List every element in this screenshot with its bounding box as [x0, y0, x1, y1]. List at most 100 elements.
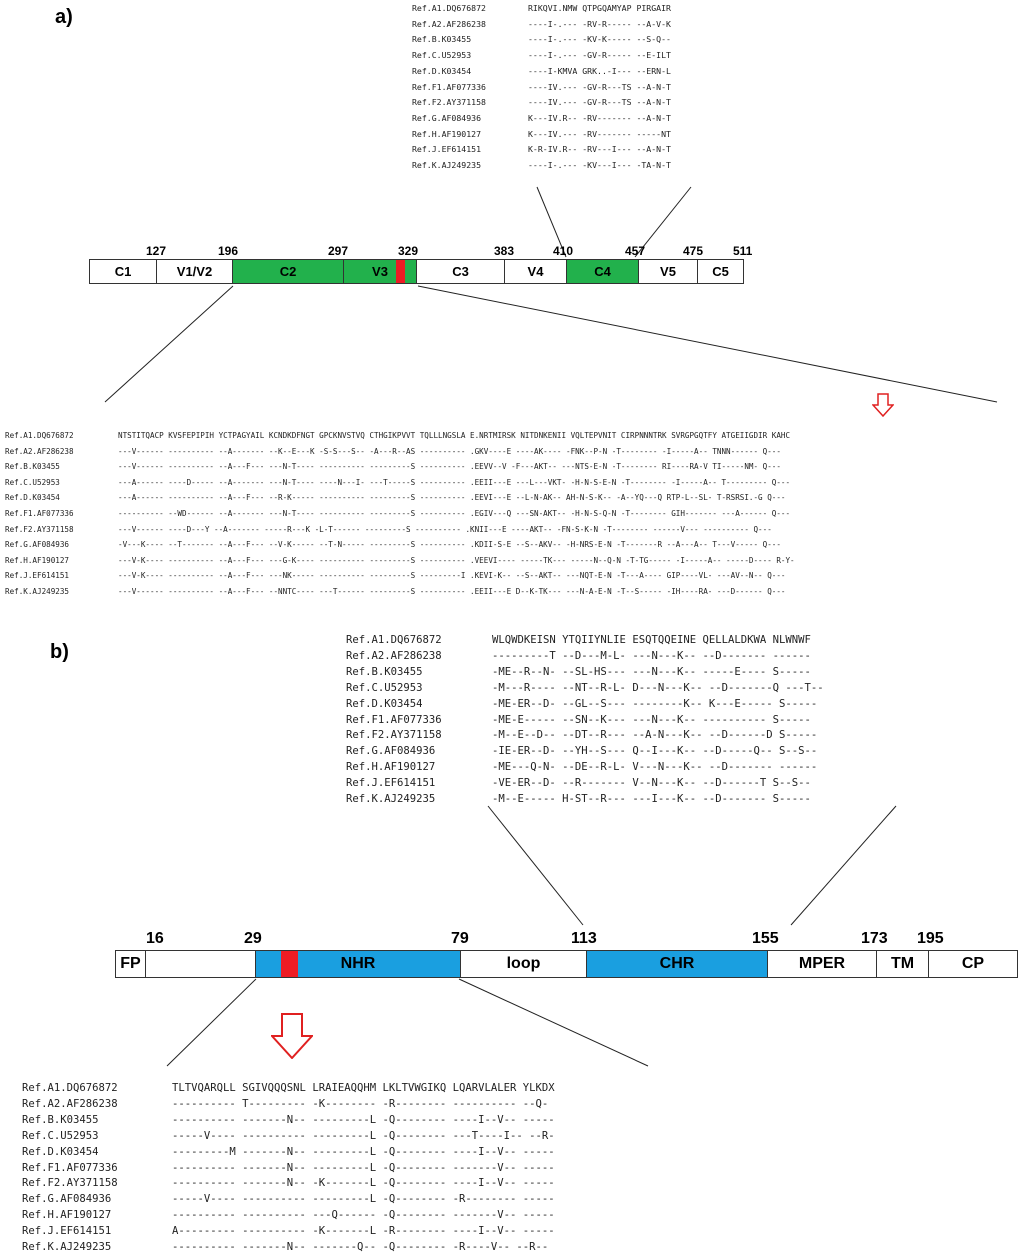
sequence-id: Ref.J.EF614151 [412, 144, 482, 155]
connector-line [104, 285, 234, 403]
sequence-residues: ---V-K---- ---------- --A---F--- ---NK--… [118, 571, 786, 581]
sequence-residues: ---V------ ---------- --A------- --K--E-… [118, 446, 781, 456]
sequence-residues: -----V---- ---------- ---------L -Q-----… [172, 1193, 555, 1206]
position-label: 113 [571, 930, 597, 947]
domain-v5: V5 [639, 260, 698, 283]
alignment-row: Ref.H.AF190127---------- ---------- ---Q… [22, 1208, 555, 1224]
alignment-row: Ref.F2.AY371158---------- -------N-- -K-… [22, 1176, 555, 1192]
alignment-row: Ref.D.K03454----I-KMVA GRK..-I--- --ERN-… [412, 64, 671, 80]
position-label: 29 [244, 930, 262, 947]
sequence-id: Ref.F2.AY371158 [5, 524, 74, 534]
alignment-row: Ref.B.K03455---------- -------N-- ------… [22, 1113, 555, 1129]
sequence-id: Ref.H.AF190127 [346, 761, 436, 774]
v3-highlight-marker [396, 260, 405, 283]
domain-v4: V4 [505, 260, 567, 283]
position-label: 173 [861, 930, 888, 947]
domain-c4: C4 [567, 260, 639, 283]
sequence-residues: ---V------ ----D---Y --A------- -----R--… [118, 524, 772, 534]
sequence-id: Ref.A2.AF286238 [22, 1097, 118, 1110]
sequence-residues: -ME-E----- --SN--K--- ---N---K-- -------… [492, 713, 811, 726]
sequence-id: Ref.F1.AF077336 [22, 1161, 118, 1174]
sequence-id: Ref.G.AF084936 [5, 540, 70, 550]
domain-c2: C2 [233, 260, 344, 283]
sequence-residues: ---V------ ---------- --A---F--- ---N-T-… [118, 462, 781, 472]
panel-b-label: b) [50, 641, 69, 663]
domain-v3: V3 [344, 260, 417, 283]
sequence-id: Ref.C.U52953 [412, 50, 472, 61]
sequence-id: Ref.C.U52953 [22, 1129, 99, 1142]
domain-tm: TM [877, 951, 929, 977]
sequence-id: Ref.J.EF614151 [5, 571, 70, 581]
alignment-row: Ref.K.AJ249235---------- -------N-- ----… [22, 1240, 555, 1256]
alignment-row: Ref.C.U52953----I-.--- -GV-R----- --E-IL… [412, 48, 671, 64]
alignment-row: Ref.F1.AF077336-ME-E----- --SN--K--- ---… [346, 713, 824, 729]
sequence-id: Ref.B.K03455 [5, 462, 60, 472]
sequence-id: Ref.D.K03454 [22, 1145, 99, 1158]
position-label: 195 [917, 930, 944, 947]
alignment-row: Ref.G.AF084936-IE-ER--D- --YH--S--- Q--I… [346, 744, 824, 760]
sequence-id: Ref.F1.AF077336 [5, 508, 74, 518]
sequence-id: Ref.B.K03455 [22, 1113, 99, 1126]
sequence-residues: ---------- T--------- -K-------- -R-----… [172, 1097, 549, 1110]
sequence-id: Ref.G.AF084936 [346, 745, 436, 758]
alignment-row: Ref.C.U52953---A------ ----D----- --A---… [5, 475, 795, 491]
sequence-residues: ---------- ---------- ---Q------ -Q-----… [172, 1209, 555, 1222]
position-label: 457 [625, 244, 646, 258]
sequence-residues: -V---K---- --T------- --A---F--- --V-K--… [118, 540, 781, 550]
sequence-id: Ref.D.K03454 [346, 697, 423, 710]
connector-line [458, 978, 649, 1067]
sequence-id: Ref.A1.DQ676872 [346, 634, 442, 646]
sequence-id: Ref.F1.AF077336 [412, 81, 486, 92]
alignment-row: Ref.K.AJ249235----I-.--- -KV---I--- -TA-… [412, 158, 671, 174]
sequence-residues: ---V------ ---------- --A---F--- --NNTC-… [118, 586, 786, 596]
alignment-row: Ref.F2.AY371158----IV.--- -GV-R---TS --A… [412, 95, 671, 111]
position-label: 383 [494, 244, 515, 258]
alignment-row: Ref.A2.AF286238---------T --D---M-L- ---… [346, 649, 824, 665]
alignment-row: Ref.G.AF084936 -V---K---- --T------- --A-… [5, 537, 795, 553]
sequence-residues: ----I-KMVA GRK..-I--- --ERN-L [528, 65, 671, 76]
position-label: 16 [146, 930, 164, 947]
alignment-row: Ref.A2.AF286238----I-.--- -RV-R----- --A… [412, 17, 671, 33]
alignment-row: Ref.B.K03455-ME--R--N- --SL-HS--- ---N--… [346, 665, 824, 681]
sequence-id: Ref.B.K03455 [412, 34, 472, 45]
position-label: 511 [733, 244, 753, 258]
sequence-residues: NTSTITQACP KVSFEPIPIH YCTPAGYAIL KCNDKDF… [118, 431, 791, 440]
sequence-id: Ref.H.AF190127 [5, 555, 70, 565]
alignment-row: Ref.F1.AF077336---------- --WD------ --A… [5, 506, 795, 522]
sequence-id: Ref.J.EF614151 [346, 777, 436, 790]
sequence-residues: ----I-.--- -KV-K----- --S-Q-- [528, 34, 671, 45]
position-label: 410 [553, 244, 574, 258]
sequence-residues: RIKQVI.NMW QTPGQAMYAP PIRGAIR [528, 3, 671, 13]
alignment-row: Ref.K.AJ249235 -M--E----- H-ST--R--- ---I… [346, 792, 824, 808]
position-label: 297 [328, 244, 349, 258]
domain-fp: FP [116, 951, 146, 977]
alignment-row: Ref.F1.AF077336---------- -------N-- ---… [22, 1161, 555, 1177]
sequence-id: Ref.G.AF084936 [22, 1193, 112, 1206]
sequence-residues: ---A------ ---------- --A---F--- --R-K--… [118, 493, 786, 503]
alignment-row: Ref.H.AF190127---V-K---- ---------- --A-… [5, 553, 795, 569]
sequence-id: Ref.H.AF190127 [412, 128, 482, 139]
alignment-row: Ref.J.EF614151-VE-ER--D- --R------- V--N… [346, 776, 824, 792]
sequence-id: Ref.D.K03454 [5, 493, 60, 503]
alignment-row: Ref.D.K03454---------M -------N-- ------… [22, 1145, 555, 1161]
sequence-residues: -M--E----- H-ST--R--- ---I---K-- --D----… [492, 793, 811, 806]
nhr-highlight-marker [281, 951, 298, 977]
sequence-residues: ---------- -------N-- -K-------L -Q-----… [172, 1177, 555, 1190]
sequence-id: Ref.A1.DQ676872 [5, 431, 74, 440]
connector-line [417, 285, 998, 403]
alignment-row: Ref.H.AF190127-ME---Q-N- --DE--R-L- V---… [346, 760, 824, 776]
connector-line [166, 978, 257, 1067]
alignment-row: Ref.B.K03455 ---V------ ---------- --A---… [5, 459, 795, 475]
sequence-id: Ref.K.AJ249235 [346, 793, 436, 806]
alignment-row: Ref.J.EF614151 ---V-K---- ---------- --A-… [5, 568, 795, 584]
alignment-row: Ref.A1.DQ676872 NTSTITQACP KVSFEPIPIH YCT… [5, 428, 795, 444]
